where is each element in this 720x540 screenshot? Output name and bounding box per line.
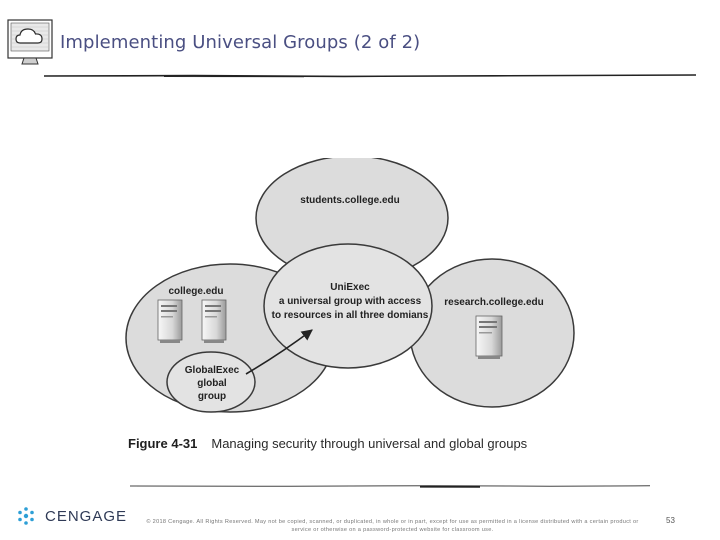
college-domain-label: college.edu xyxy=(168,286,223,297)
slide-title: Implementing Universal Groups (2 of 2) xyxy=(60,32,420,53)
title-divider xyxy=(44,70,696,80)
students-domain-label: students.college.edu xyxy=(300,195,399,206)
universal-group-name: UniExec xyxy=(330,282,370,293)
global-group-type: global xyxy=(197,378,227,389)
figure-number: Figure 4-31 xyxy=(128,436,197,451)
cloud-monitor-icon xyxy=(6,18,56,68)
global-group-name: GlobalExec xyxy=(185,365,240,376)
figure-caption: Figure 4-31 Managing security through uni… xyxy=(128,436,527,451)
copyright-notice: © 2018 Cengage. All Rights Reserved. May… xyxy=(140,519,645,534)
server-icon xyxy=(202,300,226,343)
research-domain-label: research.college.edu xyxy=(444,297,544,308)
group-diagram: students.college.edu college.edu researc… xyxy=(120,158,576,418)
universal-group-desc-2: to resources in all three domians xyxy=(272,310,429,321)
cengage-wordmark: CENGAGE xyxy=(45,508,127,525)
server-icon xyxy=(158,300,182,343)
server-icon xyxy=(476,316,502,359)
footer-divider xyxy=(130,482,650,490)
figure-caption-text: Managing security through universal and … xyxy=(211,436,527,451)
global-group-word: group xyxy=(198,391,226,402)
universal-group-desc-1: a universal group with access xyxy=(279,296,422,307)
page-number: 53 xyxy=(666,516,675,525)
